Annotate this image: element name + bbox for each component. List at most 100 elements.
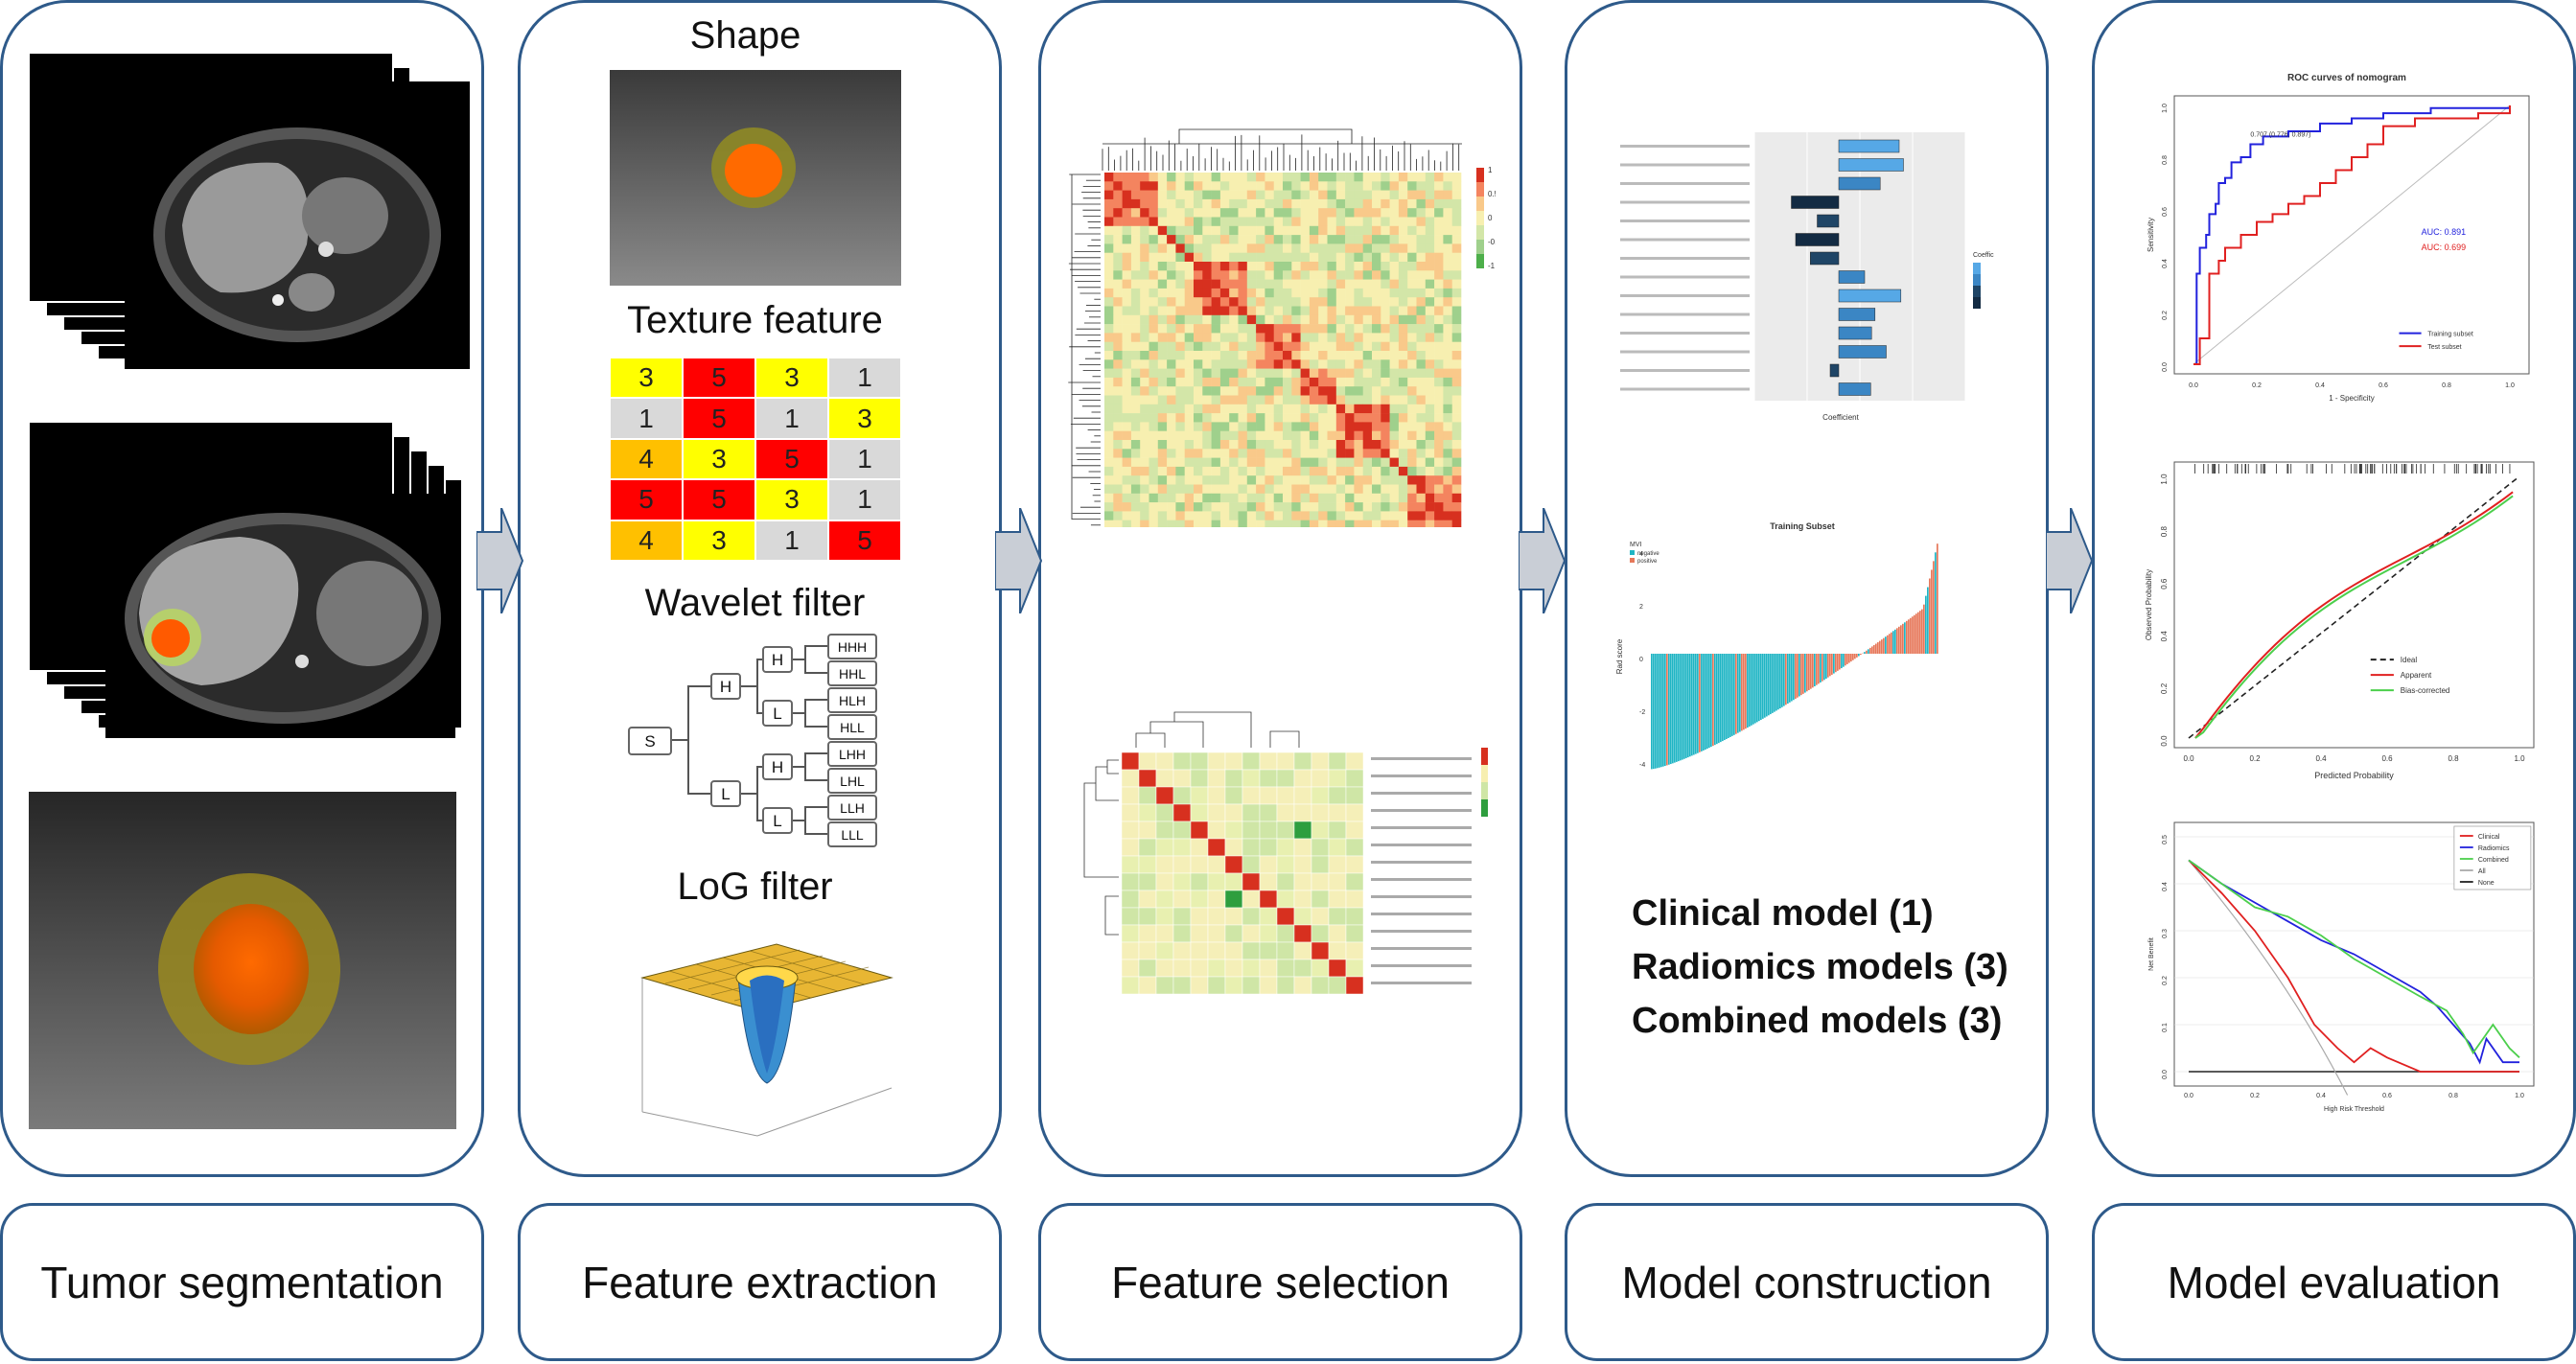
heatmap-cell: [1167, 270, 1176, 280]
heatmap-cell: [1113, 502, 1123, 512]
rad-bar: [1695, 654, 1697, 754]
heatmap-cell: [1273, 511, 1284, 520]
heatmap-cell: [1451, 511, 1462, 520]
heatmap-cell: [1140, 449, 1149, 458]
rad-bar: [1833, 654, 1835, 674]
heatmap-cell: [1113, 493, 1123, 503]
heatmap-cell: [1425, 351, 1435, 360]
heatmap-cell: [1175, 386, 1185, 396]
heatmap-cell: [1443, 198, 1452, 209]
heatmap-cell: [1104, 395, 1114, 405]
heatmap-cell: [1172, 976, 1192, 995]
heatmap-cell: [1113, 440, 1123, 450]
heatmap-cell: [1345, 341, 1355, 352]
heatmap-cell: [1104, 430, 1114, 441]
heatmap-cell: [1381, 217, 1390, 227]
heatmap-cell: [1211, 314, 1221, 325]
heatmap-cell: [1389, 377, 1400, 387]
heatmap-cell: [1283, 395, 1292, 405]
heatmap-cell: [1291, 502, 1301, 512]
heatmap-cell: [1229, 440, 1239, 450]
heatmap-cell: [1273, 270, 1284, 280]
heatmap-cell: [1122, 404, 1132, 414]
heatmap-cell: [1224, 786, 1243, 805]
heatmap-cell: [1443, 395, 1452, 405]
heatmap-cell: [1311, 890, 1330, 909]
heatmap-cell: [1207, 890, 1226, 909]
heatmap-cell: [1407, 262, 1417, 271]
coefficient-bar-chart: CoefficientCoefficient: [1620, 132, 1994, 422]
heatmap-cell: [1190, 872, 1209, 891]
heatmap-cell: [1309, 386, 1319, 396]
heatmap-cell: [1335, 243, 1346, 253]
rad-bar: [1689, 654, 1691, 757]
heatmap-cell: [1122, 377, 1132, 387]
heatmap-cell: [1345, 769, 1364, 788]
heatmap-cell: [1229, 359, 1239, 369]
heatmap-cell: [1407, 314, 1417, 325]
heatmap-cell: [1291, 359, 1301, 369]
heatmap-cell: [1328, 803, 1347, 822]
heatmap-cell: [1434, 324, 1444, 334]
heatmap-cell: [1381, 351, 1390, 360]
heatmap-cell: [1345, 855, 1364, 874]
heatmap-cell: [1300, 297, 1311, 307]
heatmap-cell: [1291, 217, 1301, 227]
heatmap-cell: [1155, 786, 1174, 805]
heatmap-cell: [1155, 890, 1174, 909]
heatmap-cell: [1167, 235, 1176, 244]
heatmap-cell: [1398, 457, 1408, 468]
wavelet-leaf: HHL: [839, 666, 866, 682]
heatmap-cell: [1172, 907, 1192, 926]
heatmap-cell: [1104, 279, 1114, 289]
heatmap-cell: [1311, 751, 1330, 771]
heatmap-cell: [1104, 181, 1114, 191]
heatmap-cell: [1130, 270, 1141, 280]
rad-y-tick: 2: [1639, 604, 1643, 611]
heatmap-cell: [1246, 243, 1257, 253]
heatmap-cell: [1362, 413, 1373, 423]
heatmap-cell: [1309, 422, 1319, 431]
heatmap-cell: [1443, 493, 1452, 503]
cal-legend-label: Ideal: [2401, 656, 2418, 664]
heatmap-cell: [1372, 208, 1381, 218]
heatmap-cell: [1242, 803, 1261, 822]
heatmap-cell: [1345, 262, 1355, 271]
heatmap-cell: [1256, 457, 1265, 468]
heatmap-cell: [1238, 173, 1248, 182]
heatmap-cell: [1300, 493, 1311, 503]
heatmap-cell: [1309, 279, 1319, 289]
heatmap-cell: [1283, 297, 1292, 307]
heatmap-cell: [1443, 520, 1452, 527]
cal-x-tick: 0.2: [2249, 754, 2261, 763]
heatmap-cell: [1434, 466, 1444, 476]
texture-cell: 5: [683, 398, 755, 439]
heatmap-cell: [1155, 872, 1174, 891]
heatmap-cell: [1300, 466, 1311, 476]
heatmap-cell: [1362, 181, 1373, 191]
heatmap-cell: [1335, 457, 1346, 468]
heatmap-cell: [1362, 324, 1373, 334]
model-item: Combined models (3): [1632, 1001, 2003, 1041]
heatmap-cell: [1372, 377, 1381, 387]
heatmap-cell: [1354, 493, 1363, 503]
heatmap-cell: [1425, 430, 1435, 441]
rad-bar: [1910, 617, 1912, 654]
heatmap-cell: [1335, 395, 1346, 405]
rad-bar: [1735, 654, 1737, 734]
heatmap-cell: [1335, 368, 1346, 379]
heatmap-cell: [1140, 173, 1149, 182]
heatmap-cell: [1229, 368, 1239, 379]
heatmap-cell: [1238, 314, 1248, 325]
heatmap-cell: [1113, 235, 1123, 244]
heatmap-cell: [1416, 404, 1427, 414]
heatmap-cell: [1389, 502, 1400, 512]
heatmap-cell: [1184, 351, 1195, 360]
heatmap-cell: [1219, 422, 1230, 431]
heatmap-cell: [1211, 243, 1221, 253]
heatmap-cell: [1265, 466, 1274, 476]
heatmap-cell: [1311, 838, 1330, 857]
heatmap-cell: [1345, 484, 1355, 495]
heatmap-cell: [1283, 279, 1292, 289]
heatmap-cell: [1194, 422, 1203, 431]
